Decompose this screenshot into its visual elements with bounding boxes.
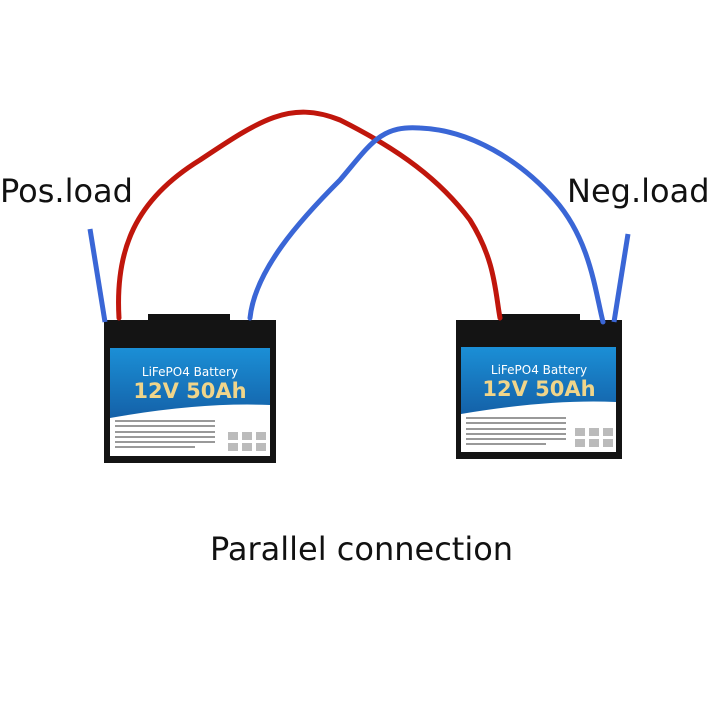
negative-wire (247, 125, 606, 325)
negative-load-label: Neg.load (567, 172, 710, 210)
battery-rating: 12V 50Ah (133, 379, 246, 403)
battery-title: LiFePO4 Battery (491, 363, 587, 377)
battery-right: LiFePO4 Battery 12V 50Ah (456, 314, 622, 459)
battery-left: LiFePO4 Battery 12V 50Ah (104, 314, 276, 463)
positive-load-label: Pos.load (0, 172, 133, 210)
caption: Parallel connection (210, 530, 514, 568)
negative-load-lead (611, 233, 631, 323)
fine-print (466, 417, 613, 447)
positive-wire (116, 109, 503, 321)
positive-load-lead (87, 228, 108, 323)
battery-title: LiFePO4 Battery (142, 365, 238, 379)
battery-rating: 12V 50Ah (482, 377, 595, 401)
fine-print (115, 420, 266, 451)
